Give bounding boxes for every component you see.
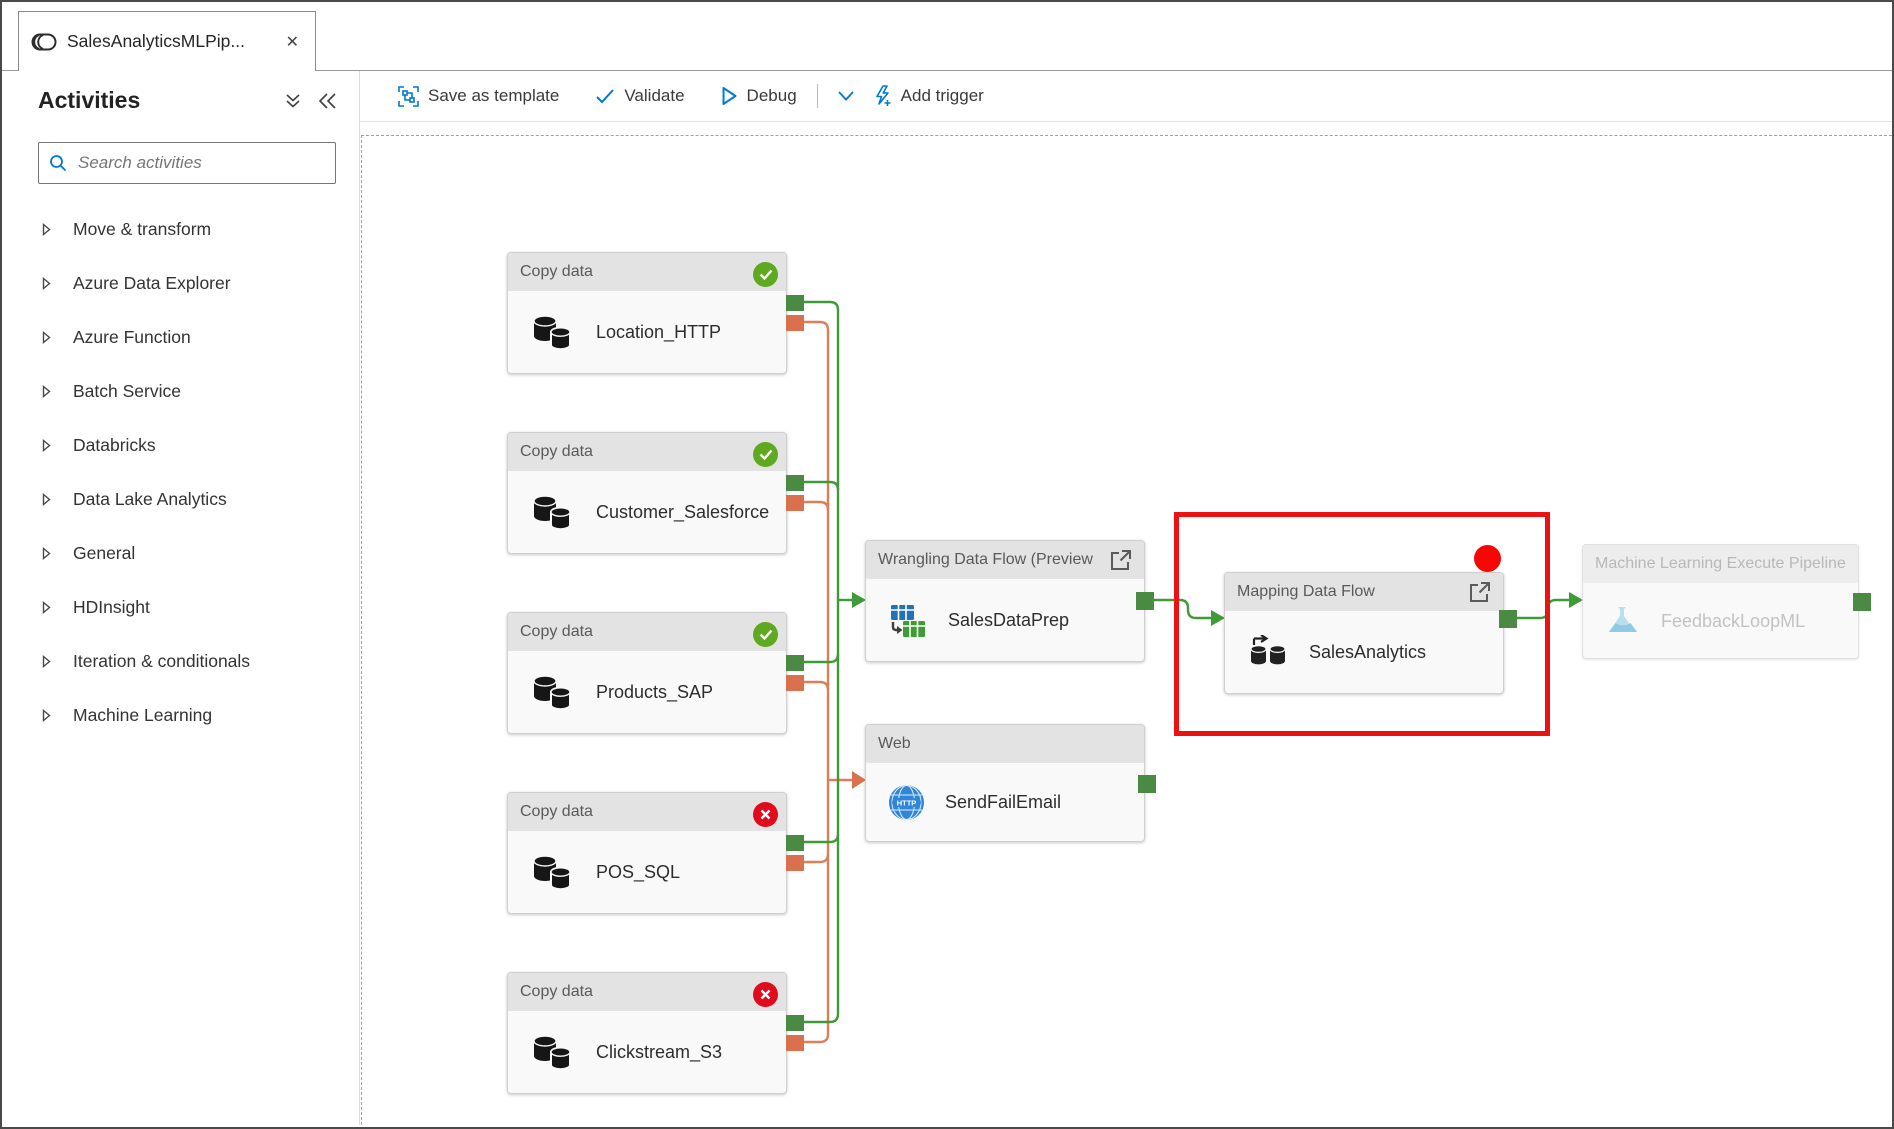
success-output-port[interactable] [786,475,804,491]
sidebar-item-azure-data-explorer[interactable]: Azure Data Explorer [4,256,359,310]
copy-data-icon [533,674,571,710]
failure-output-port[interactable] [786,495,804,511]
search-activities-box[interactable] [38,142,336,184]
success-output-port[interactable] [1138,775,1156,793]
status-succeeded-icon [753,622,778,647]
save-as-template-label: Save as template [428,86,560,105]
status-failed-icon [753,982,778,1007]
activity-node-copy-products-sap[interactable]: Copy data Products_SAP [507,612,804,734]
pipeline-tab[interactable]: SalesAnalyticsMLPip... ✕ [18,11,316,71]
debug-options-dropdown[interactable] [837,91,854,101]
failure-output-port[interactable] [786,855,804,871]
play-icon [722,87,737,105]
debug-button[interactable]: Debug [721,86,797,106]
status-succeeded-icon [753,442,778,467]
sidebar-item-databricks[interactable]: Databricks [4,418,359,472]
sidebar-item-azure-function[interactable]: Azure Function [4,310,359,364]
svg-text:HTTP: HTTP [897,799,917,808]
chevron-right-icon [42,384,51,398]
sidebar-item-general[interactable]: General [4,526,359,580]
chevron-right-icon [42,654,51,668]
copy-data-icon [533,854,571,890]
activity-node-wrangling-data-flow[interactable]: Wrangling Data Flow (Preview SalesDataPr… [865,540,1154,662]
activities-panel: Activities Move & transform [4,71,360,1125]
status-succeeded-icon [753,262,778,287]
success-output-port[interactable] [1499,610,1517,628]
toolbar-divider [816,84,818,108]
add-trigger-button[interactable]: Add trigger [874,85,984,107]
sidebar-item-move-transform[interactable]: Move & transform [4,202,359,256]
failure-output-port[interactable] [786,315,804,331]
success-output-port[interactable] [786,295,804,311]
add-trigger-label: Add trigger [900,86,984,105]
machine-learning-icon [1609,607,1637,632]
activity-node-ml-execute-pipeline[interactable]: Machine Learning Execute Pipeline Feedba… [1582,544,1871,659]
lightning-plus-icon [875,85,891,106]
success-output-port[interactable] [786,835,804,851]
activity-node-web-sendfailemail[interactable]: Web HTTP SendFailEmail [865,724,1156,842]
activity-category-list: Move & transform Azure Data Explorer Azu… [4,202,359,742]
chevron-right-icon [42,708,51,722]
wrangling-data-flow-icon [891,604,925,637]
tabbar-divider [2,70,1892,71]
status-failed-icon [753,802,778,827]
success-output-port[interactable] [786,1015,804,1031]
copy-data-icon [533,314,571,350]
sidebar-item-machine-learning[interactable]: Machine Learning [4,688,359,742]
search-icon [50,155,67,172]
chevron-right-icon [42,438,51,452]
failure-output-port[interactable] [786,675,804,691]
chevron-right-icon [42,600,51,614]
sidebar-item-hdinsight[interactable]: HDInsight [4,580,359,634]
failure-output-port[interactable] [786,1035,804,1051]
validate-button[interactable]: Validate [595,86,685,106]
open-data-flow-icon[interactable] [1108,547,1134,573]
check-icon [596,89,615,104]
tab-title: SalesAnalyticsMLPip... [67,31,245,51]
chevron-right-icon [42,546,51,560]
activity-node-mapping-data-flow[interactable]: Mapping Data Flow SalesAnalytics [1224,572,1517,694]
success-output-port[interactable] [1853,593,1871,611]
chevron-right-icon [42,222,51,236]
chevron-right-icon [42,330,51,344]
success-output-port[interactable] [786,655,804,671]
sidebar-item-batch-service[interactable]: Batch Service [4,364,359,418]
chevron-down-icon [837,91,854,101]
activity-node-copy-pos-sql[interactable]: Copy data POS_SQL [507,792,804,914]
activity-node-copy-customer-salesforce[interactable]: Copy data Customer_Salesforce [507,432,804,554]
open-data-flow-icon[interactable] [1467,579,1493,605]
validate-label: Validate [624,86,685,105]
sidebar-item-iteration-conditionals[interactable]: Iteration & conditionals [4,634,359,688]
mapping-data-flow-icon [1250,634,1286,664]
activity-node-copy-location-http[interactable]: Copy data Location_HTTP [507,252,804,374]
web-http-icon: HTTP [889,785,924,820]
activities-title: Activities [38,87,141,113]
pipeline-icon [31,33,57,50]
search-input[interactable] [76,152,325,174]
sidebar-item-data-lake-analytics[interactable]: Data Lake Analytics [4,472,359,526]
save-as-template-button[interactable]: Save as template [398,85,560,107]
template-icon [398,85,419,107]
collapse-panel-icon[interactable] [318,92,337,109]
copy-data-icon [533,1034,571,1070]
success-output-port[interactable] [1136,592,1154,610]
collapse-all-icon[interactable] [284,92,302,110]
debug-label: Debug [746,86,797,105]
tab-close-icon[interactable]: ✕ [285,33,299,51]
copy-data-icon [533,494,571,530]
activity-node-copy-clickstream-s3[interactable]: Copy data Clickstream_S3 [507,972,804,1094]
chevron-right-icon [42,492,51,506]
chevron-right-icon [42,276,51,290]
pipeline-toolbar: Save as template Validate Debug [360,71,1892,122]
